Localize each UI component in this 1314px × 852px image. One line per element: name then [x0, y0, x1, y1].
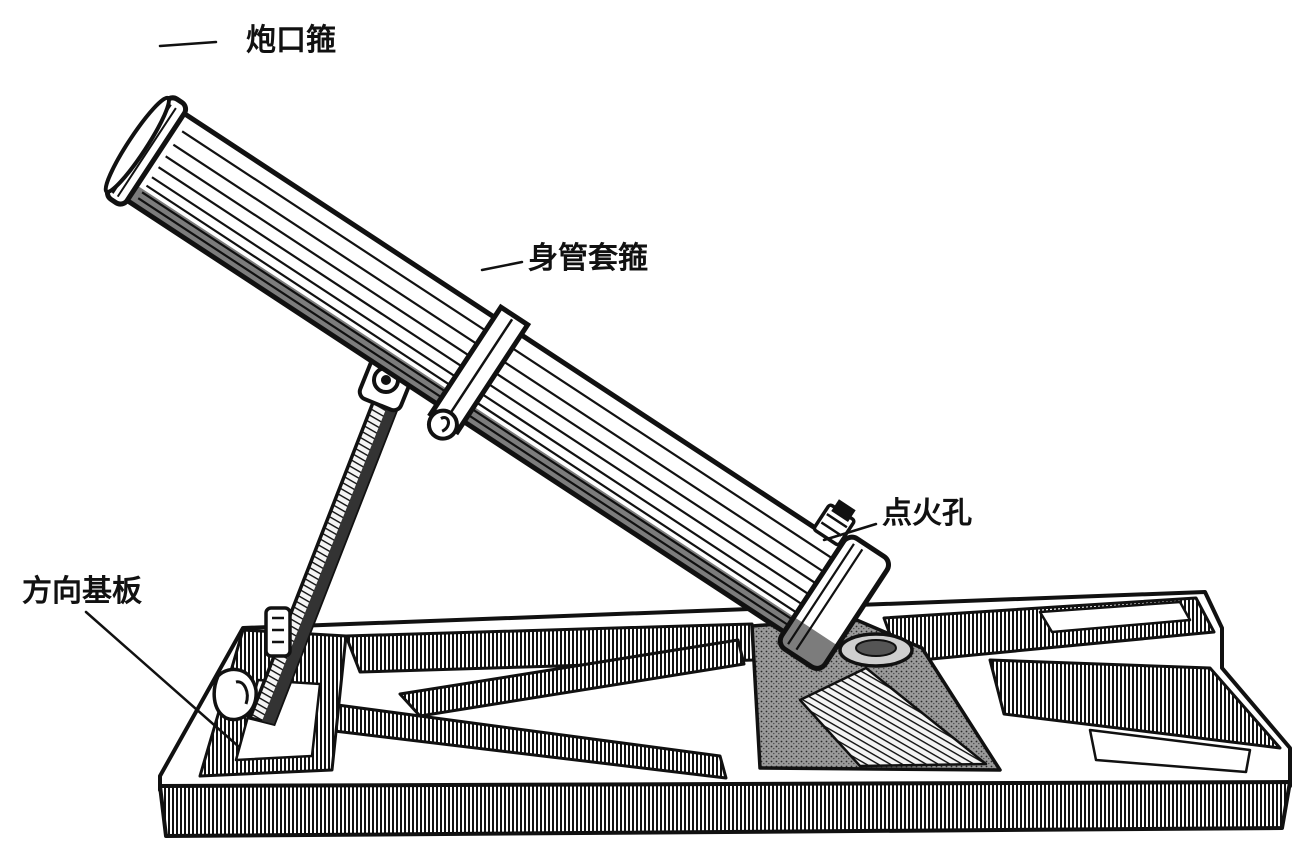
frame-front-skirt	[158, 780, 1292, 838]
frame-right-slot	[1038, 600, 1192, 634]
frame-diagonal-arm-left	[398, 638, 746, 718]
frame-right-arm-slot	[1088, 728, 1252, 774]
label-barrel-collar: 身管套箍	[528, 241, 648, 276]
label-touch-hole: 点火孔	[882, 496, 972, 531]
leader-lines	[84, 40, 878, 748]
leader-touch-hole	[822, 522, 878, 542]
pedestal-light-face	[798, 666, 988, 768]
leader-barrel-collar	[480, 260, 524, 272]
mortar-seat-inner	[855, 639, 897, 657]
frame-right-arm	[988, 658, 1282, 750]
label-muzzle-band: 炮口箍	[246, 23, 336, 58]
elevating-clamp	[212, 606, 292, 722]
mortar-barrel	[103, 95, 892, 673]
strut-shaft-shadow	[262, 404, 398, 724]
muzzle-lip	[103, 95, 171, 194]
label-traverse-baseplate: 方向基板	[22, 574, 142, 609]
leader-traverse-baseplate	[84, 610, 240, 748]
leader-muzzle-band	[158, 40, 218, 48]
mortar-base-frame	[158, 590, 1292, 838]
